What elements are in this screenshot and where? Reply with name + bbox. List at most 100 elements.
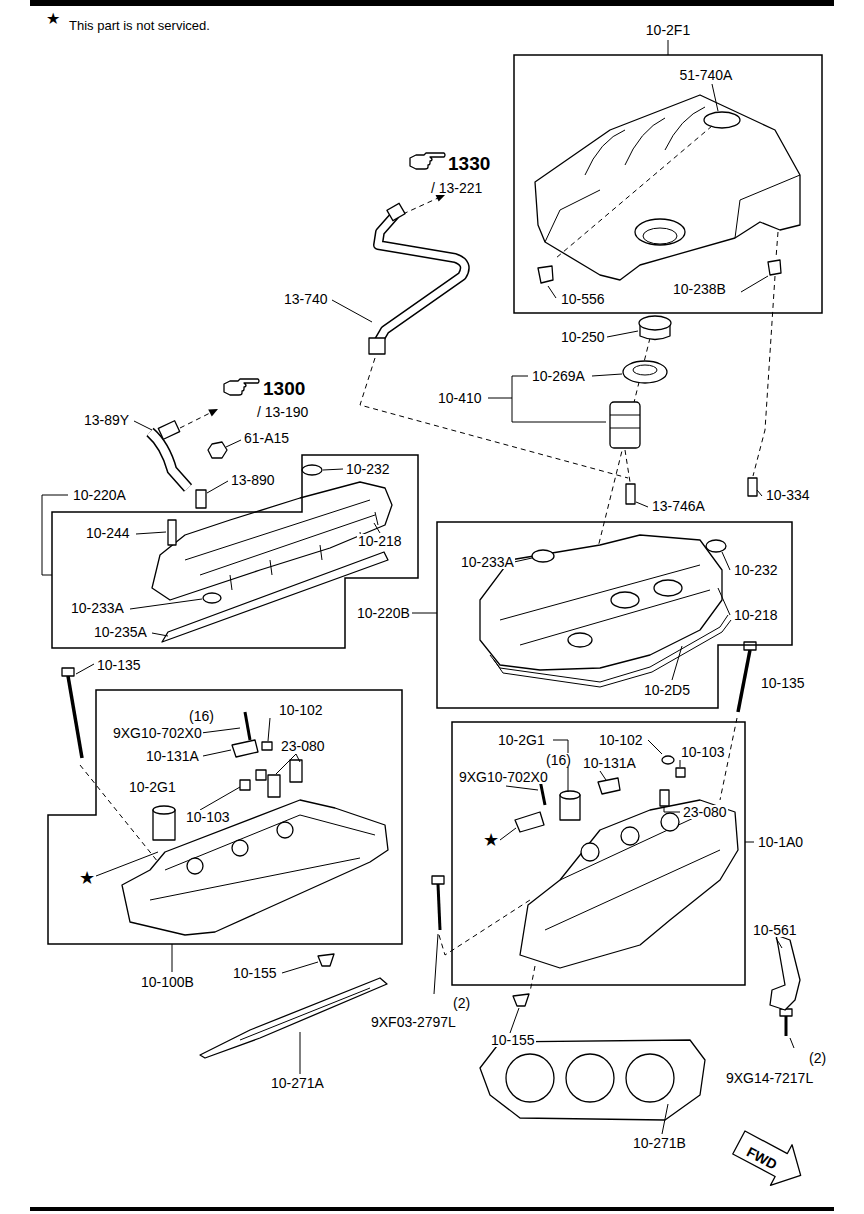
leader-line — [207, 481, 228, 493]
arrow-head — [435, 194, 446, 202]
callout-number: 10-235A — [93, 625, 148, 639]
direction-label: FWD — [744, 1144, 780, 1172]
callout-number: 9XF03-2797L — [370, 1015, 457, 1029]
cylinder-head — [660, 790, 669, 806]
head-gasket — [240, 988, 370, 1040]
engine-cover — [538, 266, 553, 283]
leader-line — [506, 786, 538, 790]
valve-cover — [480, 535, 722, 670]
valve-cover — [208, 442, 227, 458]
group-label: 10-220A — [72, 488, 127, 502]
valve-cover — [185, 500, 378, 590]
star-symbol: ★ — [482, 831, 500, 849]
callout-number: 10-2D5 — [643, 683, 691, 697]
arrow-head — [208, 409, 218, 417]
callout-number: 10-233A — [460, 555, 515, 569]
breather-hose — [150, 432, 188, 488]
breather-hose — [158, 421, 179, 439]
cylinder-head — [232, 740, 258, 757]
leader-line — [76, 664, 94, 674]
callout-number: 10-269A — [531, 369, 586, 383]
valve-cover — [168, 520, 176, 545]
cylinder-head — [150, 815, 375, 900]
cylinder-head — [598, 778, 620, 794]
leader-line — [548, 286, 556, 298]
pointer-hand — [224, 379, 259, 395]
direction-arrow — [728, 1122, 811, 1195]
cylinder-head — [240, 780, 250, 790]
parts-group-box: 10-2F1 — [514, 55, 822, 313]
page-rule — [30, 0, 834, 1211]
plug — [318, 954, 334, 966]
leader-line — [201, 728, 240, 733]
bolt — [744, 642, 756, 650]
leader-line — [500, 828, 516, 840]
star-symbol: ★ — [78, 869, 96, 887]
quantity-note: (2) — [452, 996, 471, 1010]
leader-line — [300, 1032, 301, 1074]
cylinder-head — [290, 760, 302, 782]
cylinder-head — [277, 822, 293, 838]
dashed-guide — [360, 358, 628, 478]
callout-number: 10-135 — [96, 658, 142, 672]
valve-cover — [152, 442, 731, 687]
callout-number: 10-233A — [70, 601, 125, 615]
engine-cover — [535, 95, 800, 280]
cylinder-head — [122, 800, 388, 935]
callout-number: 10-131A — [145, 749, 200, 763]
leader-line — [718, 588, 730, 615]
leader-line — [42, 495, 68, 575]
leader-line — [790, 1038, 794, 1048]
pointer-hand — [224, 153, 445, 395]
breather-hose — [150, 432, 188, 488]
bolt — [785, 1015, 788, 1036]
valve-cover — [706, 540, 726, 552]
breather-hose — [387, 203, 405, 220]
dashed-guide — [80, 126, 778, 992]
leader-line — [268, 718, 270, 741]
callout-number: 10-103 — [680, 745, 726, 759]
callout-number: 10-238B — [672, 282, 727, 296]
cylinder-head — [232, 840, 248, 856]
leader-line — [332, 300, 372, 322]
leader-line — [152, 633, 168, 636]
leader-line — [434, 934, 438, 994]
leader-line — [722, 552, 730, 570]
cylinder-head — [268, 775, 280, 797]
leader-line — [276, 754, 300, 774]
valve-cover — [568, 633, 592, 647]
callout-number: 61-A15 — [243, 431, 290, 445]
callout-number: 13-746A — [651, 499, 706, 513]
page-reference: 1300 — [262, 379, 306, 398]
head-gasket — [506, 1054, 554, 1102]
group-outline — [52, 455, 418, 648]
bracket-part — [770, 935, 800, 1010]
leader-line — [662, 1104, 668, 1134]
breather-hose — [369, 338, 385, 354]
dashed-guide — [556, 126, 712, 258]
cylinder-head — [676, 768, 685, 777]
valve-cover — [302, 465, 322, 475]
oil-filler-parts — [633, 365, 657, 375]
leader-line — [203, 750, 231, 756]
dashed-guide — [776, 232, 778, 258]
cylinder-head — [122, 740, 738, 968]
arrow-head — [208, 194, 446, 417]
note-text: This part is not serviced. — [68, 19, 211, 32]
page-reference: / 13-190 — [256, 405, 309, 419]
leader-line — [664, 807, 680, 812]
callout-number: 10-271A — [270, 1076, 325, 1090]
oil-filler-parts — [610, 415, 640, 428]
callout-number: 23-080 — [682, 805, 728, 819]
callout-number: 10-218 — [733, 608, 779, 622]
bolt — [780, 1009, 792, 1016]
callout-number: 9XG10-702X0 — [458, 770, 549, 784]
cylinder-head — [520, 800, 738, 968]
valve-cover — [611, 592, 639, 608]
callout-number: 9XG10-702X0 — [112, 726, 203, 740]
leader-line — [600, 771, 606, 780]
callout-number: 13-740 — [283, 292, 329, 306]
oil-filler-parts — [626, 484, 635, 504]
leader-line — [96, 852, 158, 876]
valve-cover — [196, 490, 206, 508]
